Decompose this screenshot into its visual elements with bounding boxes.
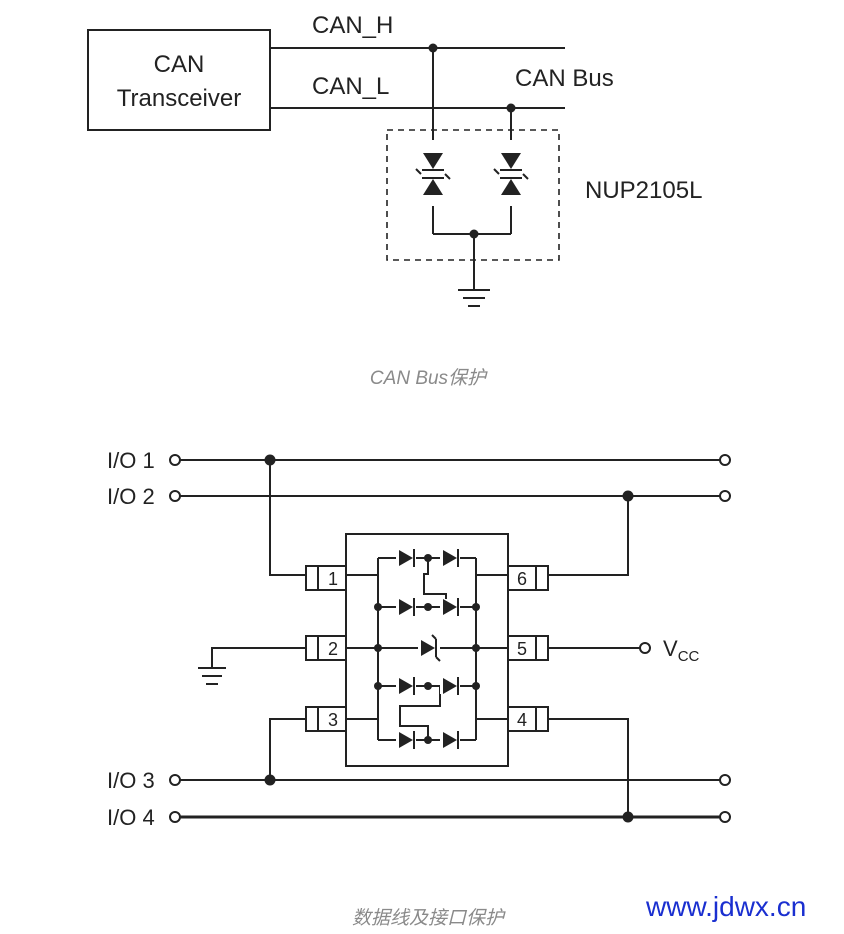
io2-label: I/O 2	[107, 484, 155, 509]
junction-dot	[264, 774, 276, 786]
data-line-diagram	[180, 459, 720, 819]
can-l-label: CAN_L	[312, 73, 389, 100]
junction-dot	[428, 43, 438, 53]
io2-terminal-left	[169, 490, 181, 502]
transceiver-label-line2: Transceiver	[117, 85, 241, 112]
io3-terminal-right	[719, 774, 731, 786]
pin-2-label: 2	[328, 639, 338, 659]
io1-terminal-right	[719, 454, 731, 466]
io3-terminal-left	[169, 774, 181, 786]
transceiver-box	[87, 29, 271, 131]
io4-terminal-left	[169, 811, 181, 823]
io3-label: I/O 3	[107, 768, 155, 793]
io2-terminal-right	[719, 490, 731, 502]
ground-symbol-1	[458, 289, 490, 307]
caption-data-line: 数据线及接口保护	[352, 908, 506, 929]
junction-dot	[424, 603, 432, 611]
device-label: NUP2105L	[585, 177, 702, 204]
vcc-label-main: V	[663, 636, 678, 661]
junction-dot	[424, 736, 432, 744]
junction-dot	[264, 454, 276, 466]
junction-dot	[472, 644, 480, 652]
can-h-label: CAN_H	[312, 12, 393, 39]
junction-dot	[374, 644, 382, 652]
junction-dot	[469, 229, 479, 239]
pin-3-label: 3	[328, 710, 338, 730]
junction-dot	[374, 682, 382, 690]
vcc-label-sub: CC	[678, 648, 700, 665]
junction-dot	[374, 603, 382, 611]
tvs-diode-1	[415, 140, 451, 206]
pin-6-label: 6	[517, 569, 527, 589]
junction-dot	[622, 490, 634, 502]
vcc-label: VCC	[663, 636, 700, 665]
junction-dot	[472, 682, 480, 690]
caption-can-bus: CAN Bus保护	[370, 368, 488, 389]
pin-4-label: 4	[517, 710, 527, 730]
junction-dot	[622, 811, 634, 823]
junction-dot	[424, 554, 432, 562]
watermark-link[interactable]: www.jdwx.cn	[645, 891, 806, 922]
io1-terminal-left	[169, 454, 181, 466]
junction-dot	[506, 103, 516, 113]
pin-5-label: 5	[517, 639, 527, 659]
junction-dot	[424, 682, 432, 690]
junction-dot	[472, 603, 480, 611]
nup2105l-package-outline	[386, 129, 560, 261]
steering-diodes	[396, 548, 460, 750]
can-bus-label: CAN Bus	[515, 65, 614, 92]
tvs-diode-2	[493, 140, 529, 206]
io4-label: I/O 4	[107, 805, 155, 830]
io4-terminal-right	[719, 811, 731, 823]
pin-1-label: 1	[328, 569, 338, 589]
vcc-terminal	[639, 642, 651, 654]
io1-label: I/O 1	[107, 448, 155, 473]
transceiver-label-line1: CAN	[154, 51, 205, 78]
